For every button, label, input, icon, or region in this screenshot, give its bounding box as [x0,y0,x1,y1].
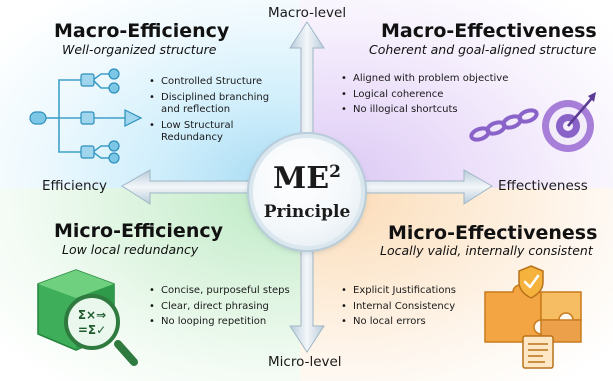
axis-label-top: Macro-level [268,5,347,21]
arrow-right [358,169,493,205]
list-item: No looping repetition [148,316,298,329]
macro-effectiveness-title: Macro-Effectiveness [381,20,597,42]
macro-efficiency-bullets: Controlled Structure Disciplined branchi… [148,76,278,148]
list-item: Controlled Structure [148,76,278,89]
list-item: Explicit Justifications [340,285,490,298]
magnifier-text-line-2: =Σ✓ [78,323,106,337]
list-item: Logical coherence [340,89,525,102]
magnifier-text-line-1: Σ×⇒ [78,308,106,322]
micro-effectiveness-title: Micro-Effectiveness [388,222,598,244]
center-title: ME2 [273,161,341,196]
list-item: No local errors [340,316,490,329]
micro-efficiency-bullets: Concise, purposeful steps Clear, direct … [148,285,298,332]
list-item: Aligned with problem objective [340,73,525,86]
axis-label-bottom: Micro-level [268,354,342,370]
list-item: Internal Consistency [340,301,490,314]
list-item: Clear, direct phrasing [148,301,298,314]
arrow-left [121,169,256,205]
macro-effectiveness-bullets: Aligned with problem objective Logical c… [340,73,525,120]
macro-effectiveness-subtitle: Coherent and goal-aligned structure [369,42,597,57]
list-item: Disciplined branching and reflection [148,92,278,117]
micro-effectiveness-bullets: Explicit Justifications Internal Consist… [340,285,490,332]
micro-effectiveness-subtitle: Locally valid, internally consistent [380,243,593,258]
center-subtitle: Principle [263,202,351,222]
micro-efficiency-title: Micro-Efficiency [54,220,223,242]
arrow-up [289,21,325,141]
center-superscript: 2 [329,162,341,182]
magnifier-cube-icon: Σ×⇒ =Σ✓ [37,269,138,366]
list-item: Low Structural Redundancy [148,120,278,145]
list-item: Concise, purposeful steps [148,285,298,298]
macro-efficiency-title: Macro-Efficiency [54,20,230,42]
axis-label-left: Efficiency [42,178,108,194]
micro-efficiency-subtitle: Low local redundancy [62,242,199,257]
macro-efficiency-subtitle: Well-organized structure [62,42,217,57]
chain-target-icon [469,92,596,152]
branching-flow-icon [29,68,143,164]
me2-principle-circle: ME2 Principle [249,134,365,250]
axis-label-right: Effectiveness [498,178,588,194]
list-item: No illogical shortcuts [340,104,525,117]
puzzle-shield-icon [484,265,582,369]
